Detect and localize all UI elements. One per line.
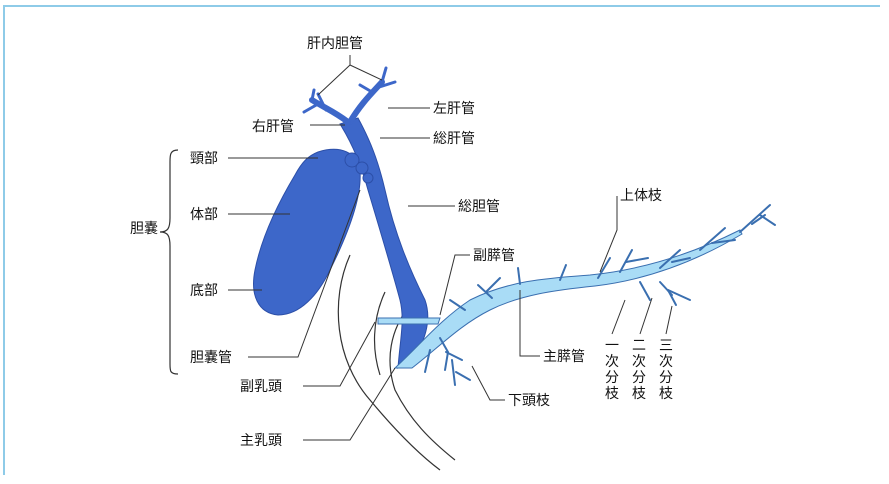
hepatic-ducts xyxy=(304,68,395,122)
label-common-bile-duct: 総胆管 xyxy=(458,199,500,215)
svg-text:分: 分 xyxy=(659,370,673,386)
label-superior-body-branch: 上体枝 xyxy=(620,188,662,204)
svg-text:次: 次 xyxy=(605,354,619,370)
svg-text:枝: 枝 xyxy=(632,386,646,402)
label-neck: 頸部 xyxy=(190,151,218,167)
svg-text:次: 次 xyxy=(632,354,646,370)
label-body: 体部 xyxy=(190,207,218,223)
svg-text:分: 分 xyxy=(632,370,646,386)
label-main-pancreatic-duct: 主膵管 xyxy=(543,349,585,365)
svg-text:二: 二 xyxy=(632,338,646,354)
label-cystic-duct: 胆嚢管 xyxy=(190,350,232,366)
label-minor-papilla: 副乳頭 xyxy=(240,379,282,395)
label-inferior-head-branch: 下頭枝 xyxy=(508,393,550,409)
label-fundus: 底部 xyxy=(190,283,218,299)
label-intrahepatic-duct: 肝内胆管 xyxy=(307,36,363,52)
pancreatic-branches xyxy=(425,205,775,385)
label-accessory-pancreatic-duct: 副膵管 xyxy=(473,248,515,264)
svg-text:枝: 枝 xyxy=(659,386,673,402)
svg-text:三: 三 xyxy=(659,338,673,354)
svg-text:一: 一 xyxy=(605,338,619,354)
svg-text:次: 次 xyxy=(659,354,673,370)
label-secondary-branch: 二 次 分 枝 xyxy=(632,338,646,402)
label-tertiary-branch: 三 次 分 枝 xyxy=(659,338,673,402)
label-gallbladder: 胆嚢 xyxy=(130,221,158,237)
brace-icon xyxy=(160,150,178,374)
label-right-hepatic-duct: 右肝管 xyxy=(252,119,294,135)
label-left-hepatic-duct: 左肝管 xyxy=(433,101,475,117)
label-common-hepatic-duct: 総肝管 xyxy=(433,131,475,147)
label-primary-branch: 一 次 分 枝 xyxy=(605,338,619,402)
label-major-papilla: 主乳頭 xyxy=(240,433,282,449)
svg-text:枝: 枝 xyxy=(605,386,619,402)
svg-text:分: 分 xyxy=(605,370,619,386)
accessory-pancreatic-duct-shape xyxy=(378,318,440,324)
